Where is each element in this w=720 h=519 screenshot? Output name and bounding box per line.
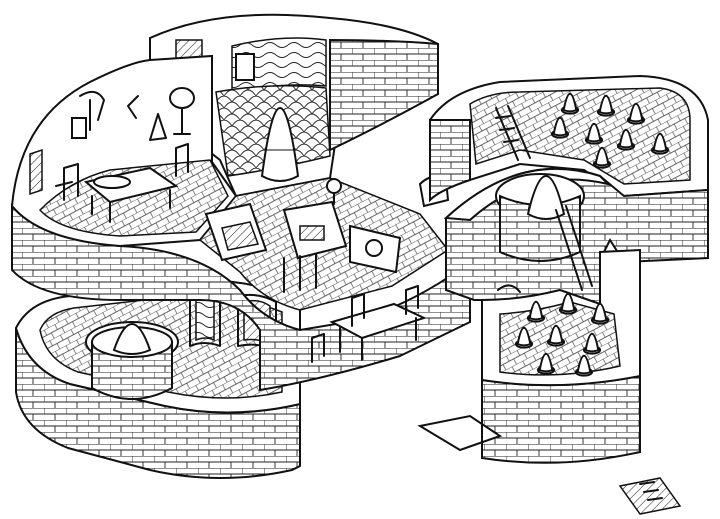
silo-rocket-icon <box>526 175 566 220</box>
drill-icon <box>127 95 139 119</box>
spike-icon <box>584 332 600 353</box>
lower-pod-chamber <box>85 321 179 400</box>
control-room <box>198 175 450 311</box>
ladder-icon <box>555 205 593 291</box>
center-outer-wall <box>11 203 471 392</box>
chair-icon <box>405 285 419 315</box>
lower-warhead-icon <box>112 323 152 355</box>
ladder-icon <box>495 105 531 161</box>
left-lab-room <box>10 54 238 248</box>
spike-icon <box>628 102 644 123</box>
ground-stairs <box>417 414 682 515</box>
chair-icon <box>351 293 365 327</box>
lower-left-wing <box>14 279 301 479</box>
spike-icon <box>576 354 592 375</box>
spike-icon <box>528 300 544 321</box>
lower-right-bay <box>481 248 641 464</box>
dining-area <box>311 285 427 363</box>
stair-entrance <box>618 477 682 515</box>
spike-icon <box>548 324 564 345</box>
spike-icon <box>586 122 602 143</box>
spike-icon <box>560 292 576 313</box>
spike-icon <box>652 132 668 153</box>
dining-table-icon <box>329 302 427 340</box>
operating-table-icon <box>83 166 179 223</box>
lab-door <box>29 148 43 196</box>
spike-icon <box>592 302 608 323</box>
spike-icon <box>618 128 634 149</box>
stool-legs <box>283 253 317 293</box>
spike-icon <box>594 146 610 167</box>
spike-cluster <box>514 292 610 377</box>
spike-icon <box>552 116 568 137</box>
chair-icon <box>311 333 325 363</box>
lamp-icon <box>169 87 195 109</box>
spike-icon <box>598 94 614 115</box>
spike-cluster <box>550 92 670 169</box>
spike-icon <box>562 92 578 113</box>
beacon-icon <box>326 178 342 194</box>
central-rocket-icon <box>260 107 300 182</box>
robot-arm-icon <box>79 90 105 131</box>
top-door <box>235 53 255 81</box>
upper-right-spike-chamber <box>428 74 709 203</box>
valve-icon <box>497 284 521 293</box>
chair-icon <box>175 143 189 177</box>
top-silo-wing <box>149 13 439 198</box>
spike-icon <box>538 352 554 373</box>
spike-icon <box>516 326 532 347</box>
chair-icon <box>55 163 79 201</box>
